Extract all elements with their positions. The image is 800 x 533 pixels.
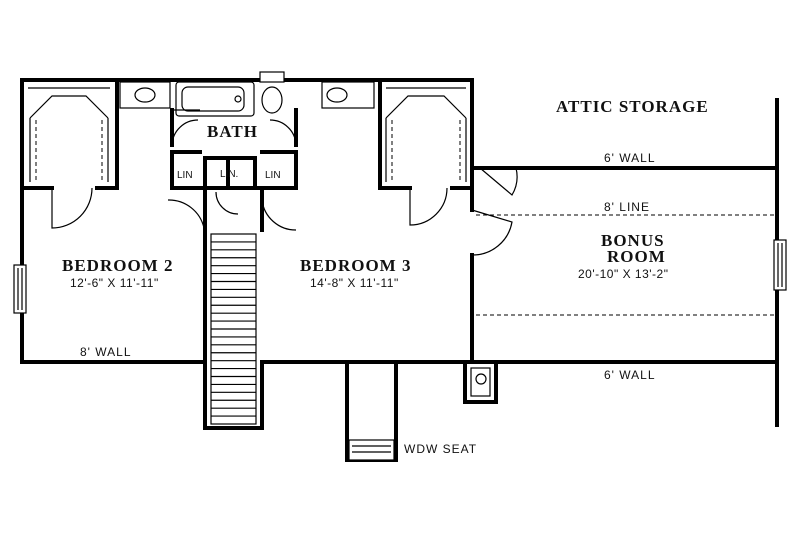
windows	[13, 239, 787, 461]
window-left-icon	[13, 264, 27, 314]
bath-label: BATH	[207, 122, 258, 141]
window-right-icon	[773, 239, 787, 291]
linen-label-1: LIN	[177, 170, 193, 181]
bedroom2-label: BEDROOM 2	[62, 256, 173, 275]
bonus-room-label-2: ROOM	[607, 247, 666, 266]
sink-right-icon	[321, 81, 375, 109]
bedroom3-size: 14'-8" X 11'-11"	[310, 276, 399, 290]
eight-foot-line-label: 8' LINE	[604, 200, 650, 214]
bedroom2-size: 12'-6" X 11'-11"	[70, 276, 159, 290]
linen-label-2: LIN.	[220, 169, 238, 180]
six-foot-wall-top-label: 6' WALL	[604, 151, 656, 165]
bedroom3-label: BEDROOM 3	[300, 256, 411, 275]
flue-icon	[470, 367, 491, 397]
bedroom3-closet	[385, 87, 467, 182]
bedroom2-closet	[28, 87, 110, 182]
window-seat-icon	[348, 439, 395, 461]
eight-foot-wall-label: 8' WALL	[80, 345, 132, 359]
doors	[51, 109, 518, 256]
stairs	[210, 233, 257, 425]
bonus-room-label-1: BONUS	[601, 231, 665, 250]
toilet-icon	[261, 86, 283, 114]
interior-walls	[20, 78, 474, 232]
attic-storage-label: ATTIC STORAGE	[556, 97, 709, 116]
linen-label-3: LIN	[265, 170, 281, 181]
bathtub-icon	[175, 81, 255, 117]
sink-left-icon	[119, 81, 171, 109]
bath-fixtures	[119, 71, 375, 117]
bonus-room-size: 20'-10" X 13'-2"	[578, 267, 668, 281]
window-seat-label: WDW SEAT	[404, 442, 477, 456]
six-foot-wall-bottom-label: 6' WALL	[604, 368, 656, 382]
